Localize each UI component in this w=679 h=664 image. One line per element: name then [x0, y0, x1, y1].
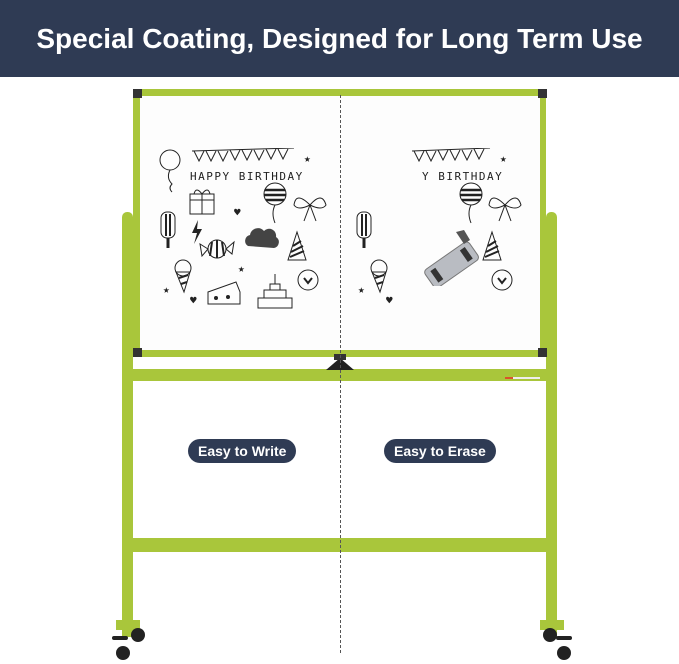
heart-icon: ♥: [190, 294, 199, 307]
frame-corner: [538, 348, 547, 357]
party-hat-icon: [482, 230, 502, 261]
happy-birthday-text: HAPPY BIRTHDAY: [190, 170, 304, 183]
wheel-lock: [556, 636, 572, 640]
header-banner: Special Coating, Designed for Long Term …: [0, 0, 679, 77]
ice-cream-icon: [174, 259, 192, 294]
bunting-icon: [411, 148, 491, 163]
speech-heart-icon: [297, 269, 319, 291]
lightning-icon: [192, 220, 202, 244]
balloon-striped-icon: [459, 182, 483, 224]
caster-wheel: [116, 646, 130, 660]
marker-tray: [132, 369, 547, 381]
caster-wheel: [543, 628, 557, 642]
heart-icon: ♥: [386, 294, 395, 307]
gift-icon: [189, 189, 215, 215]
bunting-icon: [191, 148, 295, 163]
candy-icon: [199, 239, 235, 259]
star-icon: ★: [304, 152, 313, 165]
cloud-icon: [245, 228, 279, 248]
popsicle-icon: [356, 211, 372, 248]
easy-to-write-label: Easy to Write: [188, 439, 297, 463]
frame-corner: [538, 89, 547, 98]
wheel-lock: [112, 636, 128, 640]
frame-corner: [133, 348, 142, 357]
star-icon: ★: [500, 152, 509, 165]
right-foot: [540, 620, 564, 630]
party-hat-icon: [287, 230, 307, 261]
star-icon: ★: [358, 283, 367, 296]
star-icon: ★: [238, 262, 247, 275]
left-foot: [116, 620, 140, 630]
comparison-divider: [340, 95, 341, 653]
easy-to-erase-label: Easy to Erase: [384, 439, 496, 463]
speech-heart-icon: [491, 269, 513, 291]
lower-crossbar: [132, 538, 547, 552]
ice-cream-icon: [370, 259, 388, 294]
balloon-icon: [159, 149, 181, 193]
frame-corner: [133, 89, 142, 98]
birthday-text: Y BIRTHDAY: [422, 170, 504, 183]
heart-icon: ♥: [234, 206, 243, 219]
eraser-icon: [424, 230, 479, 286]
star-icon: ★: [163, 283, 172, 296]
marker: [505, 377, 513, 379]
caster-wheel: [131, 628, 145, 642]
popsicle-icon: [160, 211, 176, 248]
cake-icon: [257, 274, 293, 309]
caster-wheel: [557, 646, 571, 660]
cheese-icon: [207, 281, 241, 305]
marker-body: [513, 377, 540, 379]
bow-icon: [293, 197, 327, 222]
right-post: [546, 212, 557, 637]
page-title: Special Coating, Designed for Long Term …: [36, 22, 643, 54]
balloon-striped-icon: [263, 182, 287, 224]
bow-icon: [488, 197, 522, 222]
left-post: [122, 212, 133, 637]
